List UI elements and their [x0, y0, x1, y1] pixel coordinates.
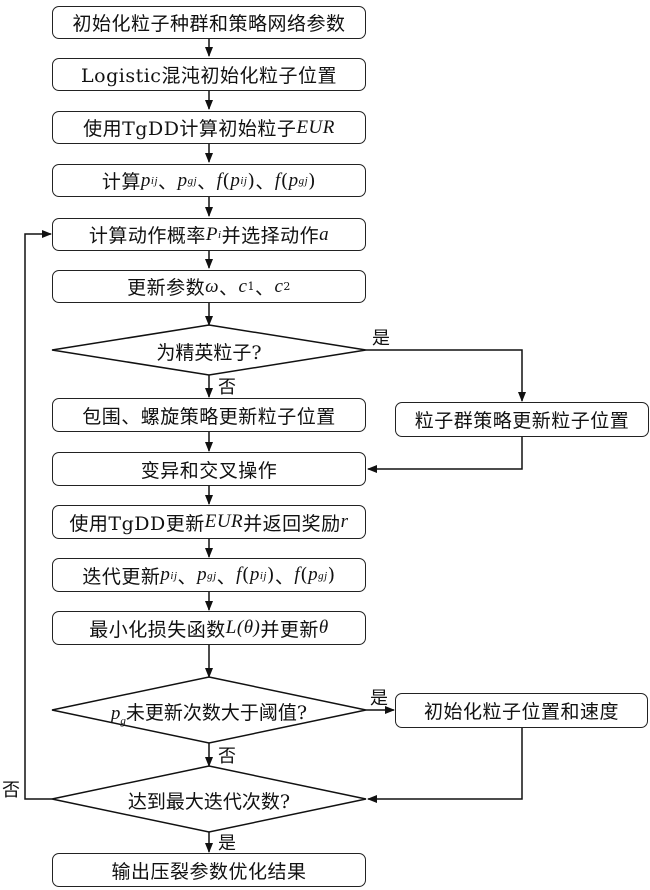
step-text: 使用TgDD更新 [69, 512, 205, 535]
step-text: 迭代更新 [82, 565, 161, 588]
step-text: 计算 [101, 171, 141, 193]
step-mutation-crossover: 变异和交叉操作 [52, 452, 366, 486]
step-text: 更新参数 [127, 277, 206, 299]
label-maxiter-yes: 是 [218, 833, 236, 854]
arrow-pso-to-mutation [367, 437, 523, 473]
label-threshold-no: 否 [218, 746, 236, 767]
math-eur: EUR [296, 116, 335, 138]
step-surround-spiral: 包围、螺旋策略更新粒子位置 [52, 398, 366, 432]
step-text: 输出压裂参数优化结果 [111, 860, 307, 883]
step-text: 初始化粒子位置和速度 [423, 701, 619, 723]
arrow-reinit-to-maxiter [367, 727, 523, 803]
step-text: Logistic混沌初始化粒子位置 [81, 65, 337, 87]
label-threshold-yes: 是 [370, 688, 388, 709]
step-init-params: 初始化粒子种群和策略网络参数 [52, 6, 366, 39]
step-logistic-init: Logistic混沌初始化粒子位置 [52, 58, 366, 91]
step-text: 变异和交叉操作 [140, 459, 278, 482]
label-elite-no: 否 [218, 377, 236, 398]
step-text: 初始化粒子种群和策略网络参数 [72, 13, 346, 35]
step-output-results: 输出压裂参数优化结果 [52, 853, 366, 887]
step-text: 最小化损失函数 [89, 618, 226, 641]
arrow-maxiter-no-loop [24, 230, 52, 800]
step-text: 粒子群策略更新粒子位置 [414, 410, 630, 432]
side-step-pso-update: 粒子群策略更新粒子位置 [395, 402, 649, 437]
label-maxiter-no: 否 [2, 780, 20, 801]
step-text: 使用TgDD计算初始粒子 [83, 118, 297, 140]
decision-elite-text: 为精英粒子? [156, 342, 262, 364]
decision-maxiter-text: 达到最大迭代次数? [127, 791, 291, 813]
step-text: 计算动作概率 [88, 225, 206, 247]
label-elite-yes: 是 [372, 328, 390, 349]
arrow-elite-yes [366, 349, 526, 402]
decision-threshold-text: pg未更新次数大于阈值? [110, 702, 308, 727]
step-text: 包围、螺旋策略更新粒子位置 [82, 405, 336, 428]
side-step-reinit-particles: 初始化粒子位置和速度 [395, 693, 648, 728]
